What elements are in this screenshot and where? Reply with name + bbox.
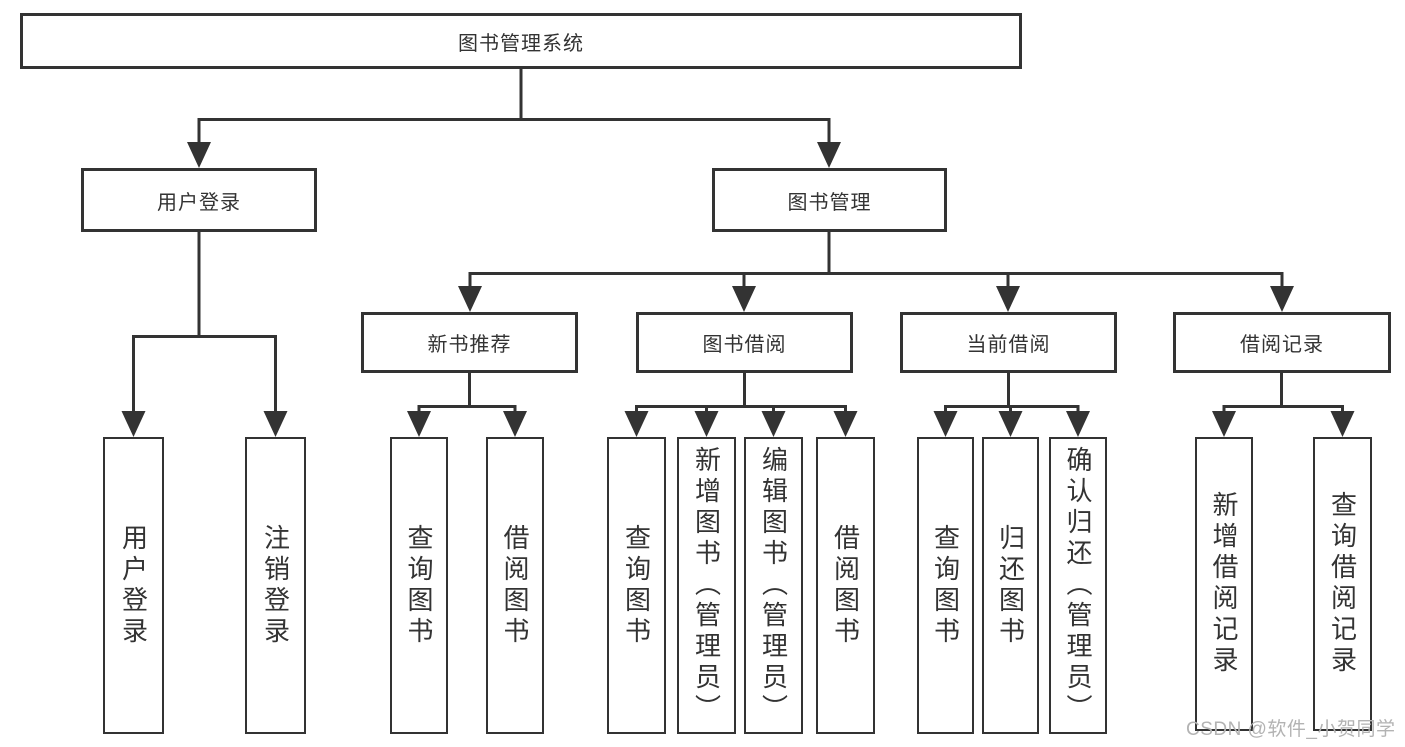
leaf-edit-book-admin: 编辑图书（管理员）	[744, 437, 803, 734]
node-label: 注销登录	[260, 523, 291, 648]
node-label: 确认归还（管理员）	[1063, 446, 1093, 725]
node-label: 当前借阅	[966, 334, 1051, 356]
node-label: 新增借阅记录	[1209, 491, 1239, 677]
leaf-add-book-admin: 新增图书（管理员）	[677, 437, 736, 734]
csdn-watermark: CSDN @软件_小贺同学	[1186, 719, 1396, 740]
leaf-borrow-books-1: 借阅图书	[486, 437, 544, 734]
node-label: 用户登录	[118, 523, 149, 648]
leaf-confirm-return-admin: 确认归还（管理员）	[1049, 437, 1107, 734]
node-label: 查询借阅记录	[1327, 491, 1358, 677]
leaf-add-borrow-record: 新增借阅记录	[1195, 437, 1253, 731]
node-label: 借阅图书	[500, 523, 530, 648]
leaf-logout: 注销登录	[245, 437, 306, 734]
leaf-user-login: 用户登录	[103, 437, 164, 734]
node-user-login: 用户登录	[81, 168, 317, 232]
node-label: 用户登录	[157, 191, 241, 214]
node-label: 归还图书	[995, 523, 1026, 648]
node-label: 新书推荐	[427, 334, 512, 356]
leaf-query-books-3: 查询图书	[917, 437, 974, 734]
leaf-query-books-2: 查询图书	[607, 437, 666, 734]
node-label: 借阅记录	[1240, 334, 1324, 356]
node-current-borrow: 当前借阅	[900, 312, 1117, 373]
node-label: 图书管理	[787, 191, 872, 214]
node-label: 图书借阅	[702, 334, 787, 356]
node-label: 查询图书	[404, 523, 434, 648]
node-borrow-records: 借阅记录	[1173, 312, 1391, 373]
node-root-system: 图书管理系统	[20, 13, 1022, 69]
leaf-query-borrow-record: 查询借阅记录	[1313, 437, 1372, 731]
leaf-query-books-1: 查询图书	[390, 437, 448, 734]
node-label: 图书管理系统	[458, 32, 584, 55]
node-label: 编辑图书（管理员）	[758, 446, 789, 725]
node-label: 查询图书	[930, 523, 961, 648]
node-label: 查询图书	[621, 523, 652, 648]
node-label: 新增图书（管理员）	[691, 446, 722, 725]
leaf-return-book: 归还图书	[982, 437, 1039, 734]
node-book-management: 图书管理	[712, 168, 947, 232]
node-label: 借阅图书	[830, 523, 861, 648]
node-book-borrow: 图书借阅	[636, 312, 853, 373]
node-new-book-recommend: 新书推荐	[361, 312, 578, 373]
leaf-borrow-books-2: 借阅图书	[816, 437, 875, 734]
